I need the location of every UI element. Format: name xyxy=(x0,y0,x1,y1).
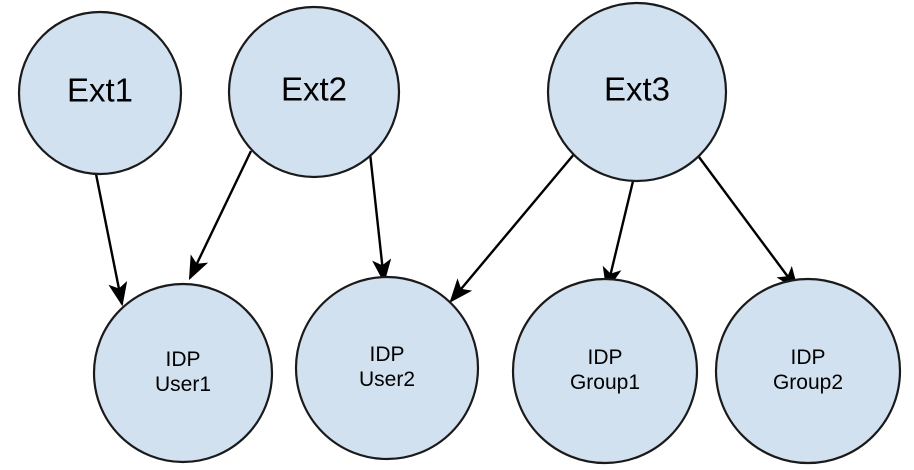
node-label-idp-user2-line1: IDP xyxy=(369,343,404,366)
node-ext1[interactable]: Ext1 xyxy=(17,10,183,176)
node-label-idp-user1-line1: IDP xyxy=(165,348,200,371)
node-circle-idp-group2[interactable] xyxy=(714,277,902,465)
node-circle-idp-group1[interactable] xyxy=(511,277,699,465)
node-label-idp-user2-line2: User2 xyxy=(359,368,415,391)
node-label-ext2-line1: Ext2 xyxy=(281,71,347,108)
node-label-idp-user1-line2: User1 xyxy=(155,373,211,396)
edge-layer xyxy=(94,150,799,307)
node-circle-ext2[interactable] xyxy=(227,5,401,179)
node-label-ext3-line1: Ext3 xyxy=(604,71,670,108)
node-circle-ext1[interactable] xyxy=(17,10,183,176)
node-label-idp-group1-line2: Group1 xyxy=(570,371,640,394)
edge-ext1-to-idp-user1 xyxy=(94,173,128,307)
edge-ext2-to-idp-user1 xyxy=(188,150,253,281)
node-label-idp-group1-line1: IDP xyxy=(587,346,622,369)
node-circle-idp-user2[interactable] xyxy=(294,275,480,461)
node-label-idp-group2-line1: IDP xyxy=(790,346,825,369)
edge-ext3-to-idp-user2 xyxy=(449,152,576,303)
edge-ext3-to-idp-group1 xyxy=(602,176,636,292)
edge-ext2-to-idp-user2 xyxy=(368,152,392,284)
node-label-ext1-line1: Ext1 xyxy=(67,72,133,109)
edge-ext3-to-idp-group2 xyxy=(695,152,799,291)
node-label-idp-group2-line2: Group2 xyxy=(773,371,843,394)
node-circle-ext3[interactable] xyxy=(546,1,728,183)
node-circle-idp-user1[interactable] xyxy=(92,282,274,464)
node-ext2[interactable]: Ext2 xyxy=(227,5,401,179)
node-ext3[interactable]: Ext3 xyxy=(546,1,728,183)
